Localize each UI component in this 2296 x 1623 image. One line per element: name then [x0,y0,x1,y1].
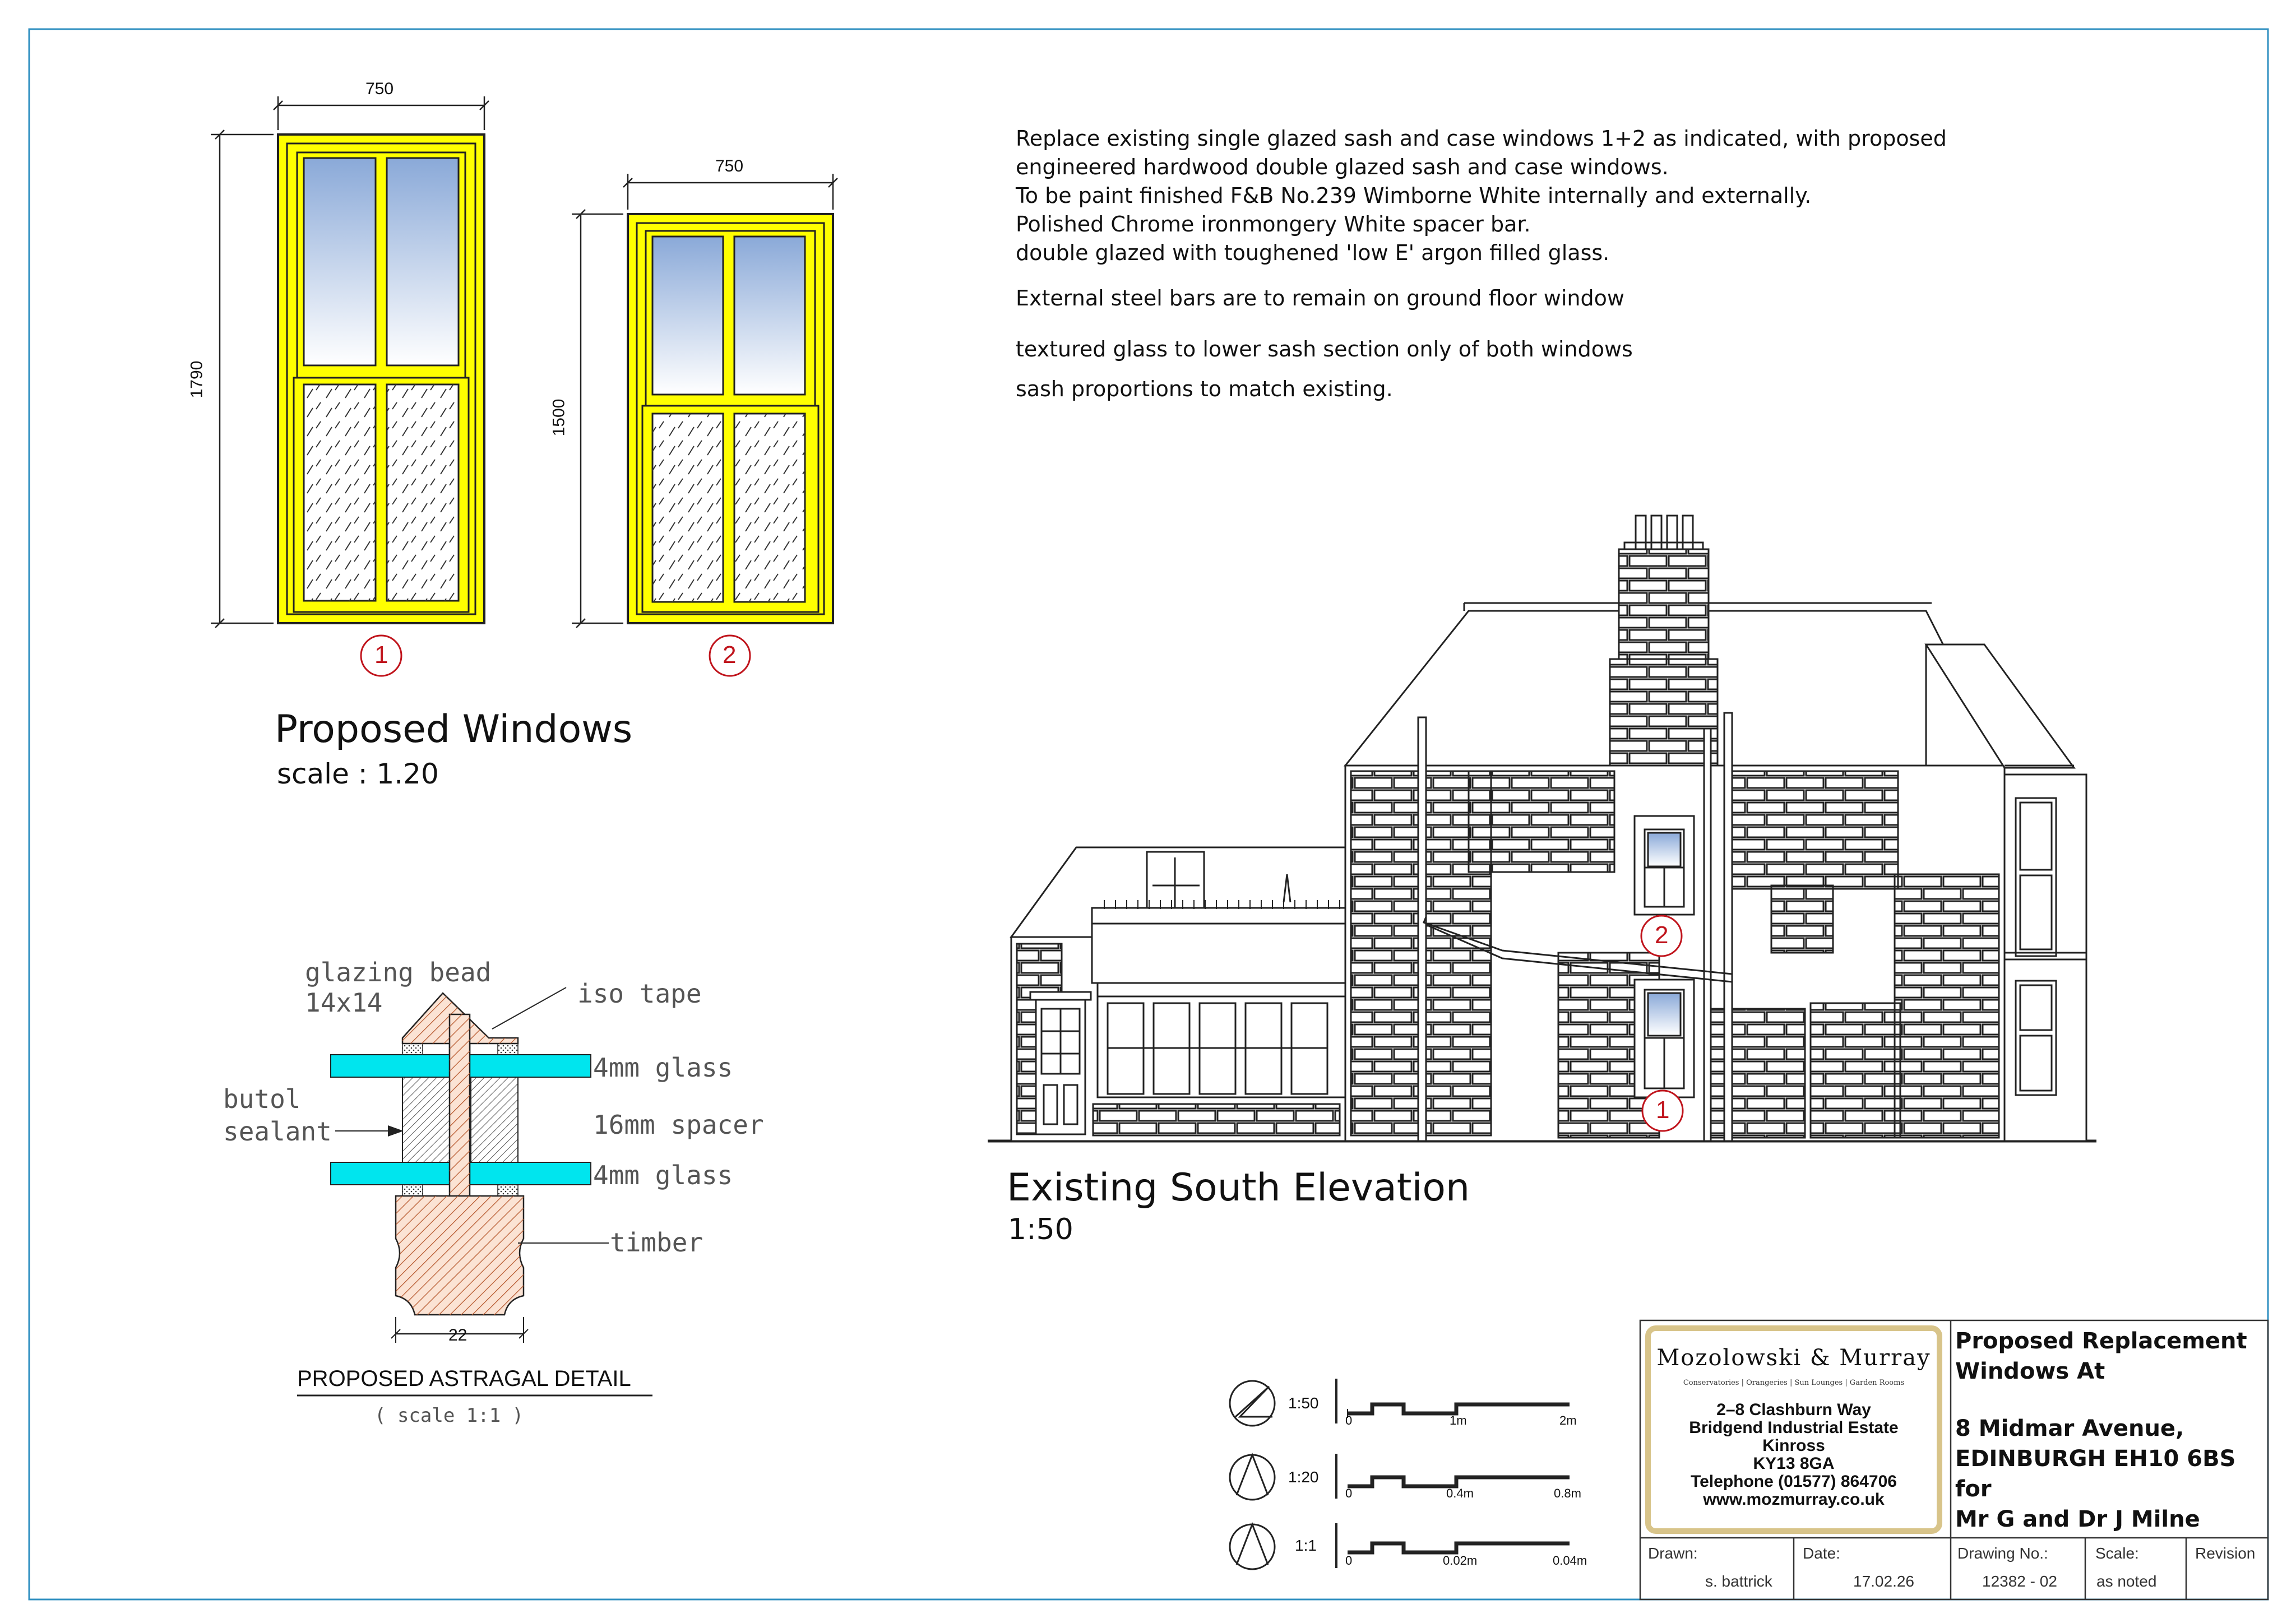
scale-bar-1-50-mid: 1m [1450,1413,1467,1427]
window-2-marker-label: 2 [723,641,737,669]
title-block [1639,1319,2269,1601]
scale-value: as noted [2096,1573,2157,1590]
astragal-detail-title: PROPOSED ASTRAGAL DETAIL [297,1366,631,1391]
note-line: engineered hardwood double glazed sash a… [1016,155,1669,179]
window-1-width-dim: 750 [365,80,394,98]
date-value: 17.02.26 [1853,1573,1914,1590]
scale-bar-1-20-zero: 0 [1345,1486,1353,1500]
elevation-window-1-label: 1 [1656,1096,1670,1124]
scale-bar-1-50-zero: 0 [1345,1413,1353,1427]
window-2-width-dim: 750 [715,157,744,175]
sheet-border [28,28,2269,1601]
note-line: sash proportions to match existing. [1016,377,1393,401]
scale-bar-1-20-end: 0.8m [1554,1486,1581,1500]
window-2-height-dim: 1500 [549,398,568,437]
timber-label: timber [610,1227,703,1258]
window-2-dimensions [572,174,838,628]
scale-bar-1-50-end: 2m [1559,1413,1577,1427]
note-line: External steel bars are to remain on gro… [1016,286,1624,310]
elevation-window-1-marker [1641,1089,1684,1132]
window-2-marker [709,634,751,677]
elevation-title: Existing South Elevation [1007,1166,1470,1210]
bead-size-label: 14x14 [305,987,383,1018]
window-1-elevation [277,133,485,624]
date-label: Date: [1803,1545,1840,1562]
drawing-number-label: Drawing No.: [1957,1545,2048,1562]
proposed-windows-scale: scale : 1.20 [277,758,439,790]
project-for: for [1955,1476,1992,1502]
drawing-number-value: 12382 - 02 [1982,1573,2057,1590]
scale-bar-1-20-label: 1:20 [1288,1468,1319,1486]
company-name: Mozolowski & Murray [1656,1345,1931,1371]
company-tagline: Conservatories | Orangeries | Sun Lounge… [1683,1379,1905,1387]
astragal-detail-drawing [297,987,652,1397]
note-line: double glazed with toughened 'low E' arg… [1016,240,1610,265]
drawn-label: Drawn: [1648,1545,1698,1562]
project-address-line: EDINBURGH EH10 6BS [1955,1446,2236,1472]
address-line: Bridgend Industrial Estate [1689,1418,1899,1437]
note-line: To be paint finished F&B No.239 Wimborne… [1016,183,1812,208]
glass-top-label: 4mm glass [593,1052,733,1083]
sealant-label: sealant [223,1116,332,1147]
scale-bar-1-50-label: 1:50 [1288,1394,1319,1412]
scale-bars [1229,1379,1570,1570]
specification-notes: Replace existing single glazed sash and … [1016,124,1947,404]
spacer-label: 16mm spacer [593,1110,764,1140]
iso-tape-label: iso tape [577,979,702,1009]
window-1-dimensions [211,96,489,628]
astragal-detail-scale: ( scale 1:1 ) [374,1404,524,1427]
window-1-height-dim: 1790 [187,360,206,398]
drawn-value: s. battrick [1705,1573,1772,1590]
proposed-windows-title: Proposed Windows [275,707,633,752]
note-line: Replace existing single glazed sash and … [1016,126,1947,151]
note-line: Polished Chrome ironmongery White spacer… [1016,212,1531,237]
project-title-line: Windows At [1955,1358,2105,1384]
project-address: 8 Midmar Avenue, EDINBURGH EH10 6BS for … [1955,1413,2235,1534]
glass-bottom-label: 4mm glass [593,1160,733,1190]
company-phone: Telephone (01577) 864706 [1691,1472,1897,1491]
project-title: Proposed Replacement Windows At [1955,1326,2247,1386]
project-title-line: Proposed Replacement [1955,1328,2247,1354]
address-line: KY13 8GA [1753,1454,1835,1473]
elevation-window-2-label: 2 [1655,921,1669,949]
butol-label: butol [223,1084,301,1114]
note-line: textured glass to lower sash section onl… [1016,337,1633,361]
address-line: 2–8 Clashburn Way [1716,1401,1871,1419]
scale-bar-1-20-mid: 0.4m [1446,1486,1474,1500]
window-1-marker-label: 1 [374,641,388,669]
scale-label: Scale: [2095,1545,2139,1562]
scale-bar-1-1-mid: 0.02m [1443,1554,1478,1568]
company-website: www.mozmurray.co.uk [1703,1490,1885,1509]
company-logo: Mozolowski & Murray Conservatories | Ora… [1655,1345,1933,1387]
address-line: Kinross [1762,1436,1825,1455]
scale-bar-1-1-end: 0.04m [1553,1554,1587,1568]
south-elevation-drawing [988,514,2096,1143]
scale-bar-1-1-zero: 0 [1345,1554,1353,1568]
astragal-width-dim: 22 [448,1326,467,1344]
project-address-line: 8 Midmar Avenue, [1955,1416,2184,1441]
project-client: Mr G and Dr J Milne [1955,1506,2200,1532]
glazing-bead-label: glazing bead [305,957,492,987]
window-1-marker [360,634,402,677]
elevation-window-2-marker [1640,915,1683,957]
elevation-scale: 1:50 [1008,1213,1073,1246]
company-address: 2–8 Clashburn Way Bridgend Industrial Es… [1655,1401,1933,1509]
revision-label: Revision [2195,1545,2256,1562]
scale-bar-1-1-label: 1:1 [1295,1537,1317,1554]
window-2-elevation [627,213,834,624]
